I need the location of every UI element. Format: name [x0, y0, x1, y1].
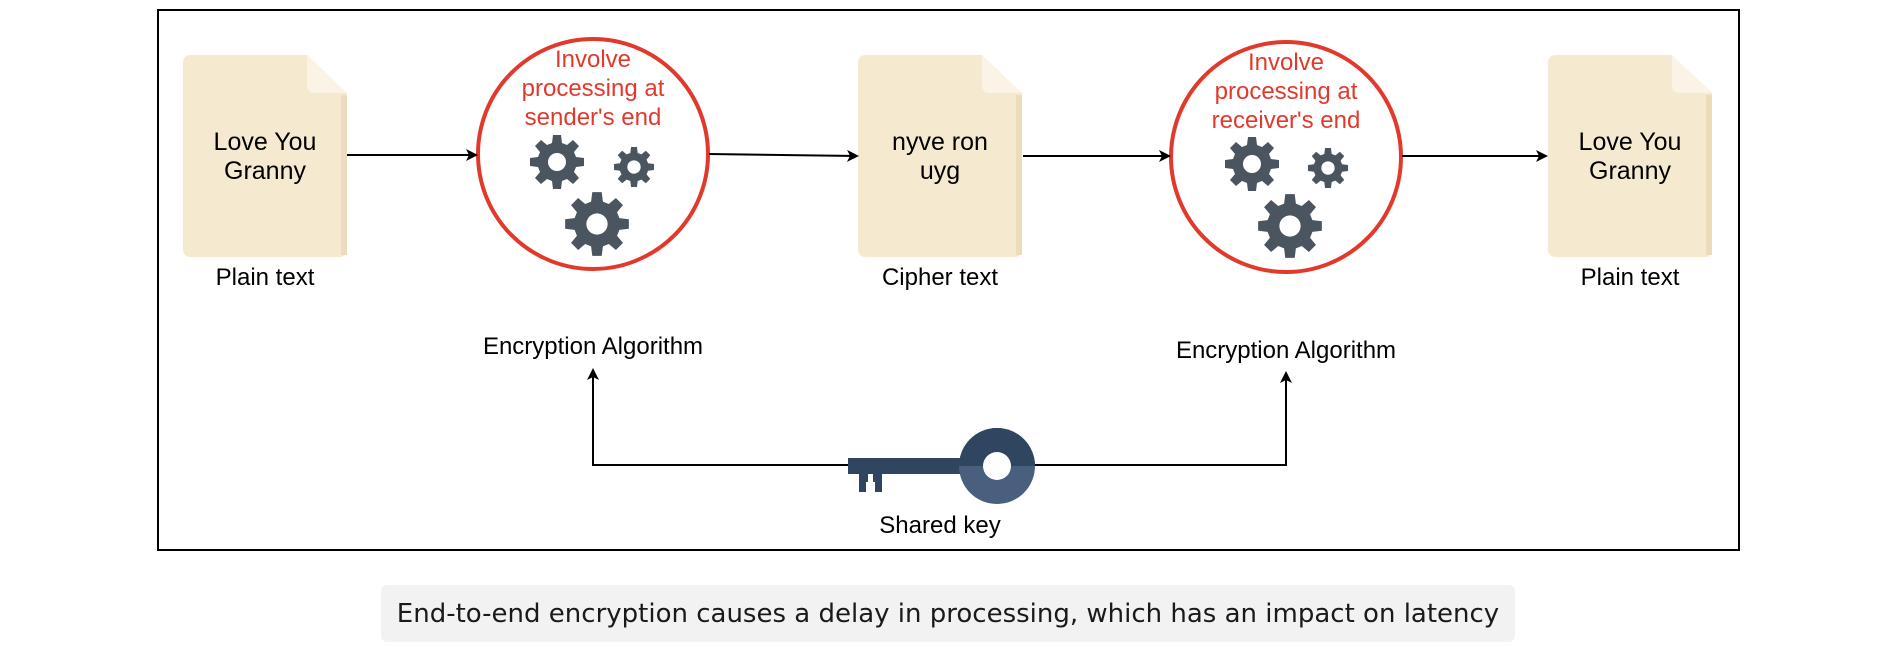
receiver-process-circle	[1169, 40, 1403, 274]
sender-process: Involve processing at sender's end	[476, 37, 710, 271]
arrow-key-to-receiver	[1030, 371, 1292, 466]
plain-text-document-input: Love You Granny	[183, 55, 347, 257]
document-icon	[1548, 55, 1712, 257]
doc-line-1: Love You	[1579, 128, 1682, 156]
shared-key-label: Shared key	[879, 512, 1000, 539]
receiver-process: Involve processing at receiver's end	[1169, 40, 1403, 274]
doc-line-2: uyg	[920, 157, 960, 185]
sender-process-circle	[476, 37, 710, 271]
caption: End-to-end encryption causes a delay in …	[381, 585, 1515, 642]
sender-text-line-2: processing at	[522, 75, 665, 102]
document-icon	[858, 55, 1022, 257]
plain-text-label-input: Plain text	[216, 264, 315, 291]
key-icon	[848, 428, 1035, 504]
receiver-text-line-3: receiver's end	[1212, 107, 1361, 134]
arrow-key-to-sender	[587, 368, 850, 466]
diagram-frame	[157, 9, 1740, 551]
doc-line-1: Love You	[214, 128, 317, 156]
sender-text-line-1: Involve	[555, 46, 631, 73]
doc-line-1: nyve ron	[892, 128, 988, 156]
cipher-text-label: Cipher text	[882, 264, 998, 291]
doc-line-2: Granny	[1589, 157, 1671, 185]
document-icon	[183, 55, 347, 257]
sender-algorithm-label: Encryption Algorithm	[483, 333, 703, 360]
doc-line-2: Granny	[224, 157, 306, 185]
cipher-text-document: nyve ron uyg	[858, 55, 1022, 257]
receiver-text-line-2: processing at	[1215, 78, 1358, 105]
receiver-text-line-1: Involve	[1248, 49, 1324, 76]
plain-text-label-output: Plain text	[1581, 264, 1680, 291]
arrow-sender-to-cipher	[708, 149, 859, 162]
receiver-algorithm-label: Encryption Algorithm	[1176, 337, 1396, 364]
sender-text-line-3: sender's end	[525, 104, 662, 131]
plain-text-document-output: Love You Granny	[1548, 55, 1712, 257]
